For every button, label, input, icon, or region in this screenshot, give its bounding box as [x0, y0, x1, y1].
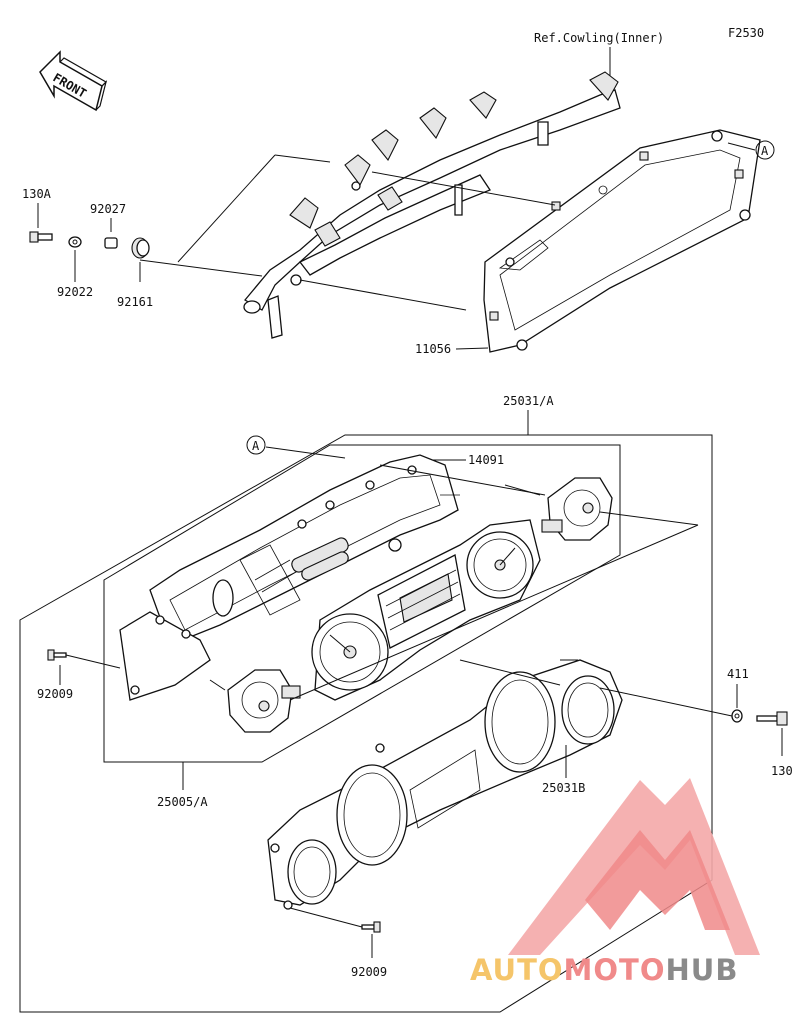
label-92027: 92027: [90, 202, 126, 216]
watermark-hub: HUB: [666, 953, 739, 987]
label-25005A: 25005/A: [157, 795, 208, 809]
label-14091: 14091: [468, 453, 504, 467]
label-92009-bottom: 92009: [351, 965, 387, 979]
screw-92009-left-icon: [47, 649, 67, 661]
inner-panel: [483, 129, 761, 353]
label-25031B: 25031B: [542, 781, 585, 795]
label-92009-left: 92009: [37, 687, 73, 701]
label-92022: 92022: [57, 285, 93, 299]
callout-a-upper: A: [761, 144, 769, 158]
washer-411-icon: [731, 709, 743, 723]
label-411: 411: [727, 667, 749, 681]
callout-a-lower: A: [252, 439, 260, 453]
diagram-code: F2530: [728, 26, 764, 40]
automotohub-logo: AUTOMOTOHUB: [470, 778, 760, 987]
watermark-moto: MOTO: [564, 953, 666, 987]
meter-case: [119, 454, 460, 701]
front-arrow-icon: FRONT: [39, 50, 108, 112]
label-130A: 130A: [22, 187, 52, 201]
watermark-auto: AUTO: [470, 953, 564, 987]
small-gauge-lower: [227, 669, 301, 733]
label-92161: 92161: [117, 295, 153, 309]
meter-bezel: [267, 659, 623, 910]
subassembly-boundary: [103, 444, 621, 763]
label-25031A: 25031/A: [503, 394, 554, 408]
gauge-cluster: [311, 519, 541, 701]
collar-92027-icon: [104, 218, 118, 249]
meter-bracket: [243, 71, 621, 339]
label-11056: 11056: [415, 342, 451, 356]
washer-92022-icon: [68, 236, 82, 282]
screw-92009-bottom-icon: [361, 921, 381, 933]
grommet-92161-icon: [131, 237, 150, 282]
bolt-130A-icon: [29, 203, 53, 243]
svg-text:AUTOMOTOHUB: AUTOMOTOHUB: [470, 953, 738, 987]
small-gauge-upper: [541, 477, 613, 541]
label-130: 130: [771, 764, 793, 778]
assembly-boundary: [19, 434, 713, 1013]
ref-cowling-label: Ref.Cowling(Inner): [534, 31, 664, 45]
bolt-130-icon: [756, 711, 788, 726]
